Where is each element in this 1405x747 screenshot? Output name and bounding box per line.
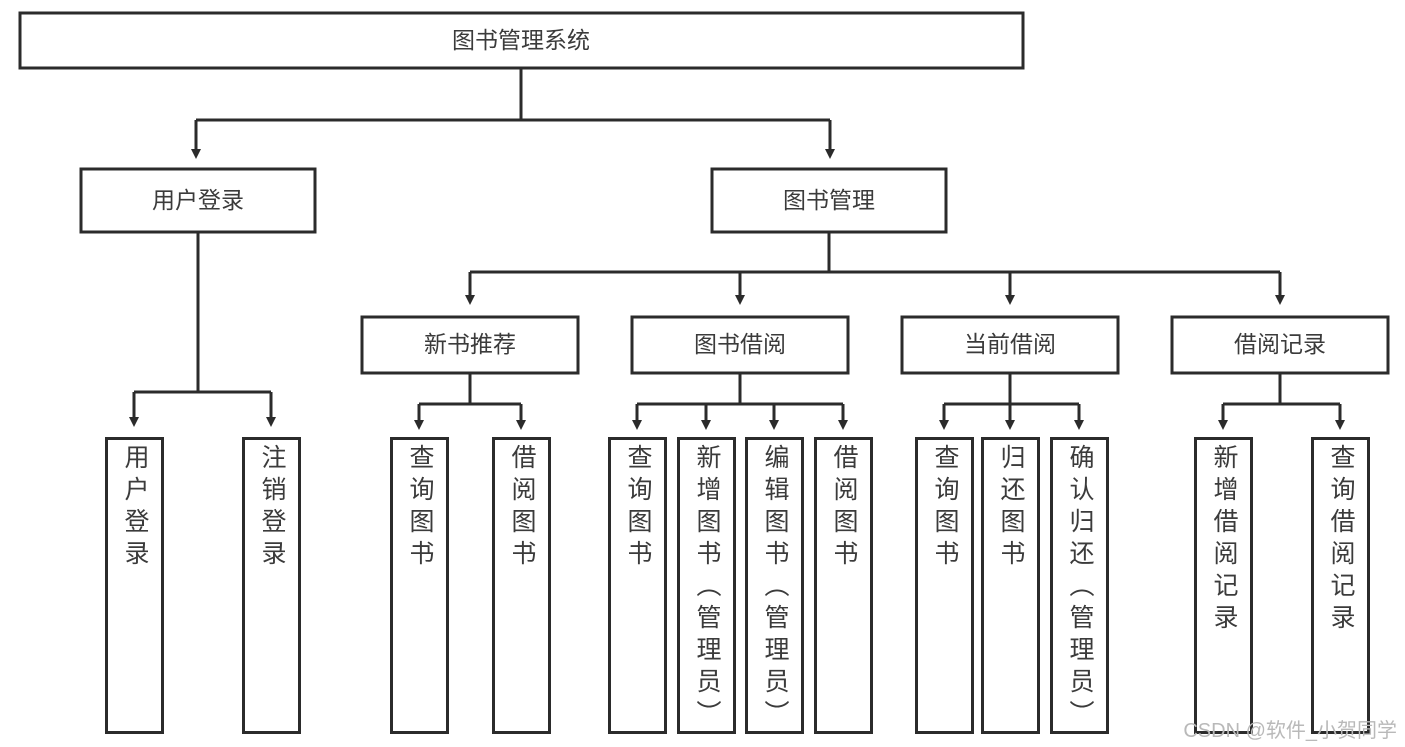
leaf-return-book-label: 归还图书 bbox=[997, 444, 1025, 572]
connector-current-borrow-to-leaves bbox=[939, 373, 1084, 430]
leaf-query-book-newbook[interactable]: 查询图书 bbox=[390, 437, 449, 734]
leaf-query-book-current[interactable]: 查询图书 bbox=[915, 437, 974, 734]
leaf-borrow-book-newbook-label: 借阅图书 bbox=[508, 444, 536, 572]
leaf-edit-book-admin[interactable]: 编辑图书（管理员） bbox=[745, 437, 804, 734]
leaf-return-book[interactable]: 归还图书 bbox=[981, 437, 1040, 734]
leaf-user-login[interactable]: 用户登录 bbox=[105, 437, 164, 734]
leaf-confirm-return-admin[interactable]: 确认归还（管理员） bbox=[1050, 437, 1109, 734]
leaf-add-borrow-record[interactable]: 新增借阅记录 bbox=[1194, 437, 1253, 734]
leaf-add-book-admin-label: 新增图书（管理员） bbox=[693, 444, 721, 732]
leaf-query-book-borrow[interactable]: 查询图书 bbox=[608, 437, 667, 734]
node-book-management[interactable]: 图书管理 bbox=[710, 167, 948, 234]
node-current-borrow[interactable]: 当前借阅 bbox=[900, 315, 1120, 375]
leaf-logout[interactable]: 注销登录 bbox=[242, 437, 301, 734]
node-borrow-record-box bbox=[1170, 315, 1390, 375]
leaf-query-book-current-label: 查询图书 bbox=[931, 444, 959, 572]
node-book-borrow-label: 图书借阅 bbox=[694, 331, 786, 357]
leaf-add-borrow-record-label: 新增借阅记录 bbox=[1210, 444, 1238, 636]
node-book-borrow[interactable]: 图书借阅 bbox=[630, 315, 850, 375]
leaf-logout-label: 注销登录 bbox=[258, 444, 286, 572]
leaf-confirm-return-admin-label: 确认归还（管理员） bbox=[1066, 444, 1094, 732]
leaf-query-borrow-record-label: 查询借阅记录 bbox=[1327, 444, 1355, 636]
node-root-box bbox=[18, 11, 1025, 70]
node-user-login-box bbox=[79, 167, 317, 234]
connector-new-book-to-leaves bbox=[414, 373, 526, 430]
node-new-book-recommend[interactable]: 新书推荐 bbox=[360, 315, 580, 375]
leaf-query-book-borrow-label: 查询图书 bbox=[624, 444, 652, 572]
leaf-borrow-book-label: 借阅图书 bbox=[830, 444, 858, 572]
node-new-book-recommend-label: 新书推荐 bbox=[424, 331, 516, 357]
node-borrow-record[interactable]: 借阅记录 bbox=[1170, 315, 1390, 375]
node-user-login-label: 用户登录 bbox=[152, 187, 244, 213]
leaf-edit-book-admin-label: 编辑图书（管理员） bbox=[761, 444, 789, 732]
node-root-label: 图书管理系统 bbox=[452, 27, 590, 53]
node-borrow-record-label: 借阅记录 bbox=[1234, 331, 1326, 357]
connector-user-login-to-leaves bbox=[129, 232, 276, 427]
leaf-query-book-newbook-label: 查询图书 bbox=[406, 444, 434, 572]
node-new-book-recommend-box bbox=[360, 315, 580, 375]
node-current-borrow-label: 当前借阅 bbox=[964, 331, 1056, 357]
leaf-user-login-label: 用户登录 bbox=[121, 444, 149, 572]
leaf-borrow-book-newbook[interactable]: 借阅图书 bbox=[492, 437, 551, 734]
connector-book-borrow-to-leaves bbox=[632, 373, 848, 430]
connector-borrow-record-to-leaves bbox=[1218, 373, 1345, 430]
leaf-borrow-book[interactable]: 借阅图书 bbox=[814, 437, 873, 734]
node-book-management-label: 图书管理 bbox=[783, 187, 875, 213]
node-user-login[interactable]: 用户登录 bbox=[79, 167, 317, 234]
node-current-borrow-box bbox=[900, 315, 1120, 375]
leaf-add-book-admin[interactable]: 新增图书（管理员） bbox=[677, 437, 736, 734]
connector-root-to-level2 bbox=[191, 68, 835, 159]
connector-book-management-to-level3 bbox=[465, 232, 1285, 305]
leaf-query-borrow-record[interactable]: 查询借阅记录 bbox=[1311, 437, 1370, 734]
node-root[interactable]: 图书管理系统 bbox=[18, 11, 1025, 70]
node-book-borrow-box bbox=[630, 315, 850, 375]
